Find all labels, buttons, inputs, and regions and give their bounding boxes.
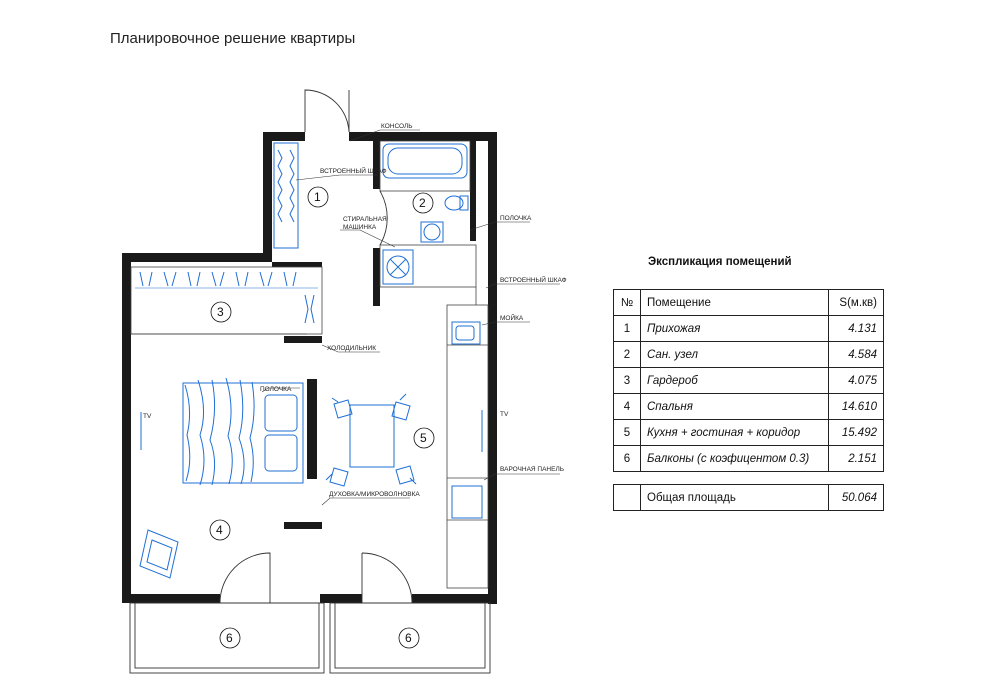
total-label: Общая площадь	[640, 484, 829, 511]
room-number-1: 1	[314, 190, 321, 204]
room-number-4: 4	[216, 523, 223, 537]
annotation-oven: ДУХОВКА/МИКРОВОЛНОВКА	[329, 491, 420, 498]
table-row: 6 Балконы (с коэфицентом 0.3) 2.151	[613, 445, 884, 472]
row-area: 4.075	[828, 367, 884, 394]
room-number-6b: 6	[405, 631, 412, 645]
row-name: Сан. узел	[640, 341, 829, 368]
header-area: S(м.кв)	[828, 289, 884, 316]
annotation-sink: МОЙКА	[500, 313, 524, 322]
table-header-row: № Помещение S(м.кв)	[613, 289, 884, 316]
table-row: 4 Спальня 14.610	[613, 393, 884, 420]
doors	[219, 89, 413, 604]
header-num: №	[613, 289, 641, 316]
annotation-washing-machine-1: СТИРАЛЬНАЯ	[343, 216, 387, 223]
room-number-5: 5	[420, 431, 427, 445]
room-number-2: 2	[419, 196, 426, 210]
row-num: 5	[613, 419, 641, 446]
row-num: 4	[613, 393, 641, 420]
annotation-hob: ВАРОЧНАЯ ПАНЕЛЬ	[500, 466, 564, 473]
row-num: 3	[613, 367, 641, 394]
table-row: 1 Прихожая 4.131	[613, 315, 884, 342]
table-row: 3 Гардероб 4.075	[613, 367, 884, 394]
annotation-builtin-closet-2: ВСТРОЕННЫЙ ШКАФ	[500, 275, 567, 284]
row-num: 2	[613, 341, 641, 368]
row-area: 14.610	[828, 393, 884, 420]
row-area: 4.584	[828, 341, 884, 368]
annotations: КОНСОЛЬ ВСТРОЕННЫЙ ШКАФ СТИРАЛЬНАЯ МАШИН…	[143, 123, 567, 498]
explication-table: № Помещение S(м.кв) 1 Прихожая 4.131 2 С…	[613, 289, 884, 472]
room-number-3: 3	[217, 305, 224, 319]
header-name: Помещение	[640, 289, 829, 316]
explication-title: Экспликация помещений	[648, 256, 792, 268]
annotation-builtin-closet-1: ВСТРОЕННЫЙ ШКАФ	[320, 166, 387, 175]
row-area: 2.151	[828, 445, 884, 472]
wall-outlines	[130, 140, 489, 589]
furniture	[135, 142, 483, 579]
table-row: 2 Сан. узел 4.584	[613, 341, 884, 368]
annotation-tv-right: TV	[500, 411, 509, 418]
total-value: 50.064	[828, 484, 884, 511]
row-name: Спальня	[640, 393, 829, 420]
row-num: 6	[613, 445, 641, 472]
annotation-console: КОНСОЛЬ	[381, 123, 413, 130]
total-num-cell	[613, 484, 641, 511]
page-title: Планировочное решение квартиры	[110, 30, 356, 47]
table-row: 5 Кухня + гостиная + коридор 15.492	[613, 419, 884, 446]
row-name: Прихожая	[640, 315, 829, 342]
total-table: Общая площадь 50.064	[613, 484, 884, 511]
balconies	[129, 602, 491, 674]
row-area: 15.492	[828, 419, 884, 446]
annotation-shelf-bed: ПОЛОЧКА	[260, 386, 292, 393]
row-name: Гардероб	[640, 367, 829, 394]
annotation-washing-machine-2: МАШИНКА	[343, 224, 377, 231]
annotation-fridge: ХОЛОДИЛЬНИК	[327, 345, 376, 352]
row-name: Кухня + гостиная + коридор	[640, 419, 829, 446]
annotation-tv-left: TV	[143, 413, 152, 420]
row-num: 1	[613, 315, 641, 342]
row-area: 4.131	[828, 315, 884, 342]
row-name: Балконы (с коэфицентом 0.3)	[640, 445, 829, 472]
room-labels: 1 2 3 4 5 6 6	[209, 186, 435, 649]
leader-lines	[261, 129, 560, 506]
annotation-shelf-right: ПОЛОЧКА	[500, 215, 532, 222]
room-number-6a: 6	[226, 631, 233, 645]
walls	[122, 132, 497, 604]
total-row: Общая площадь 50.064	[613, 484, 884, 511]
